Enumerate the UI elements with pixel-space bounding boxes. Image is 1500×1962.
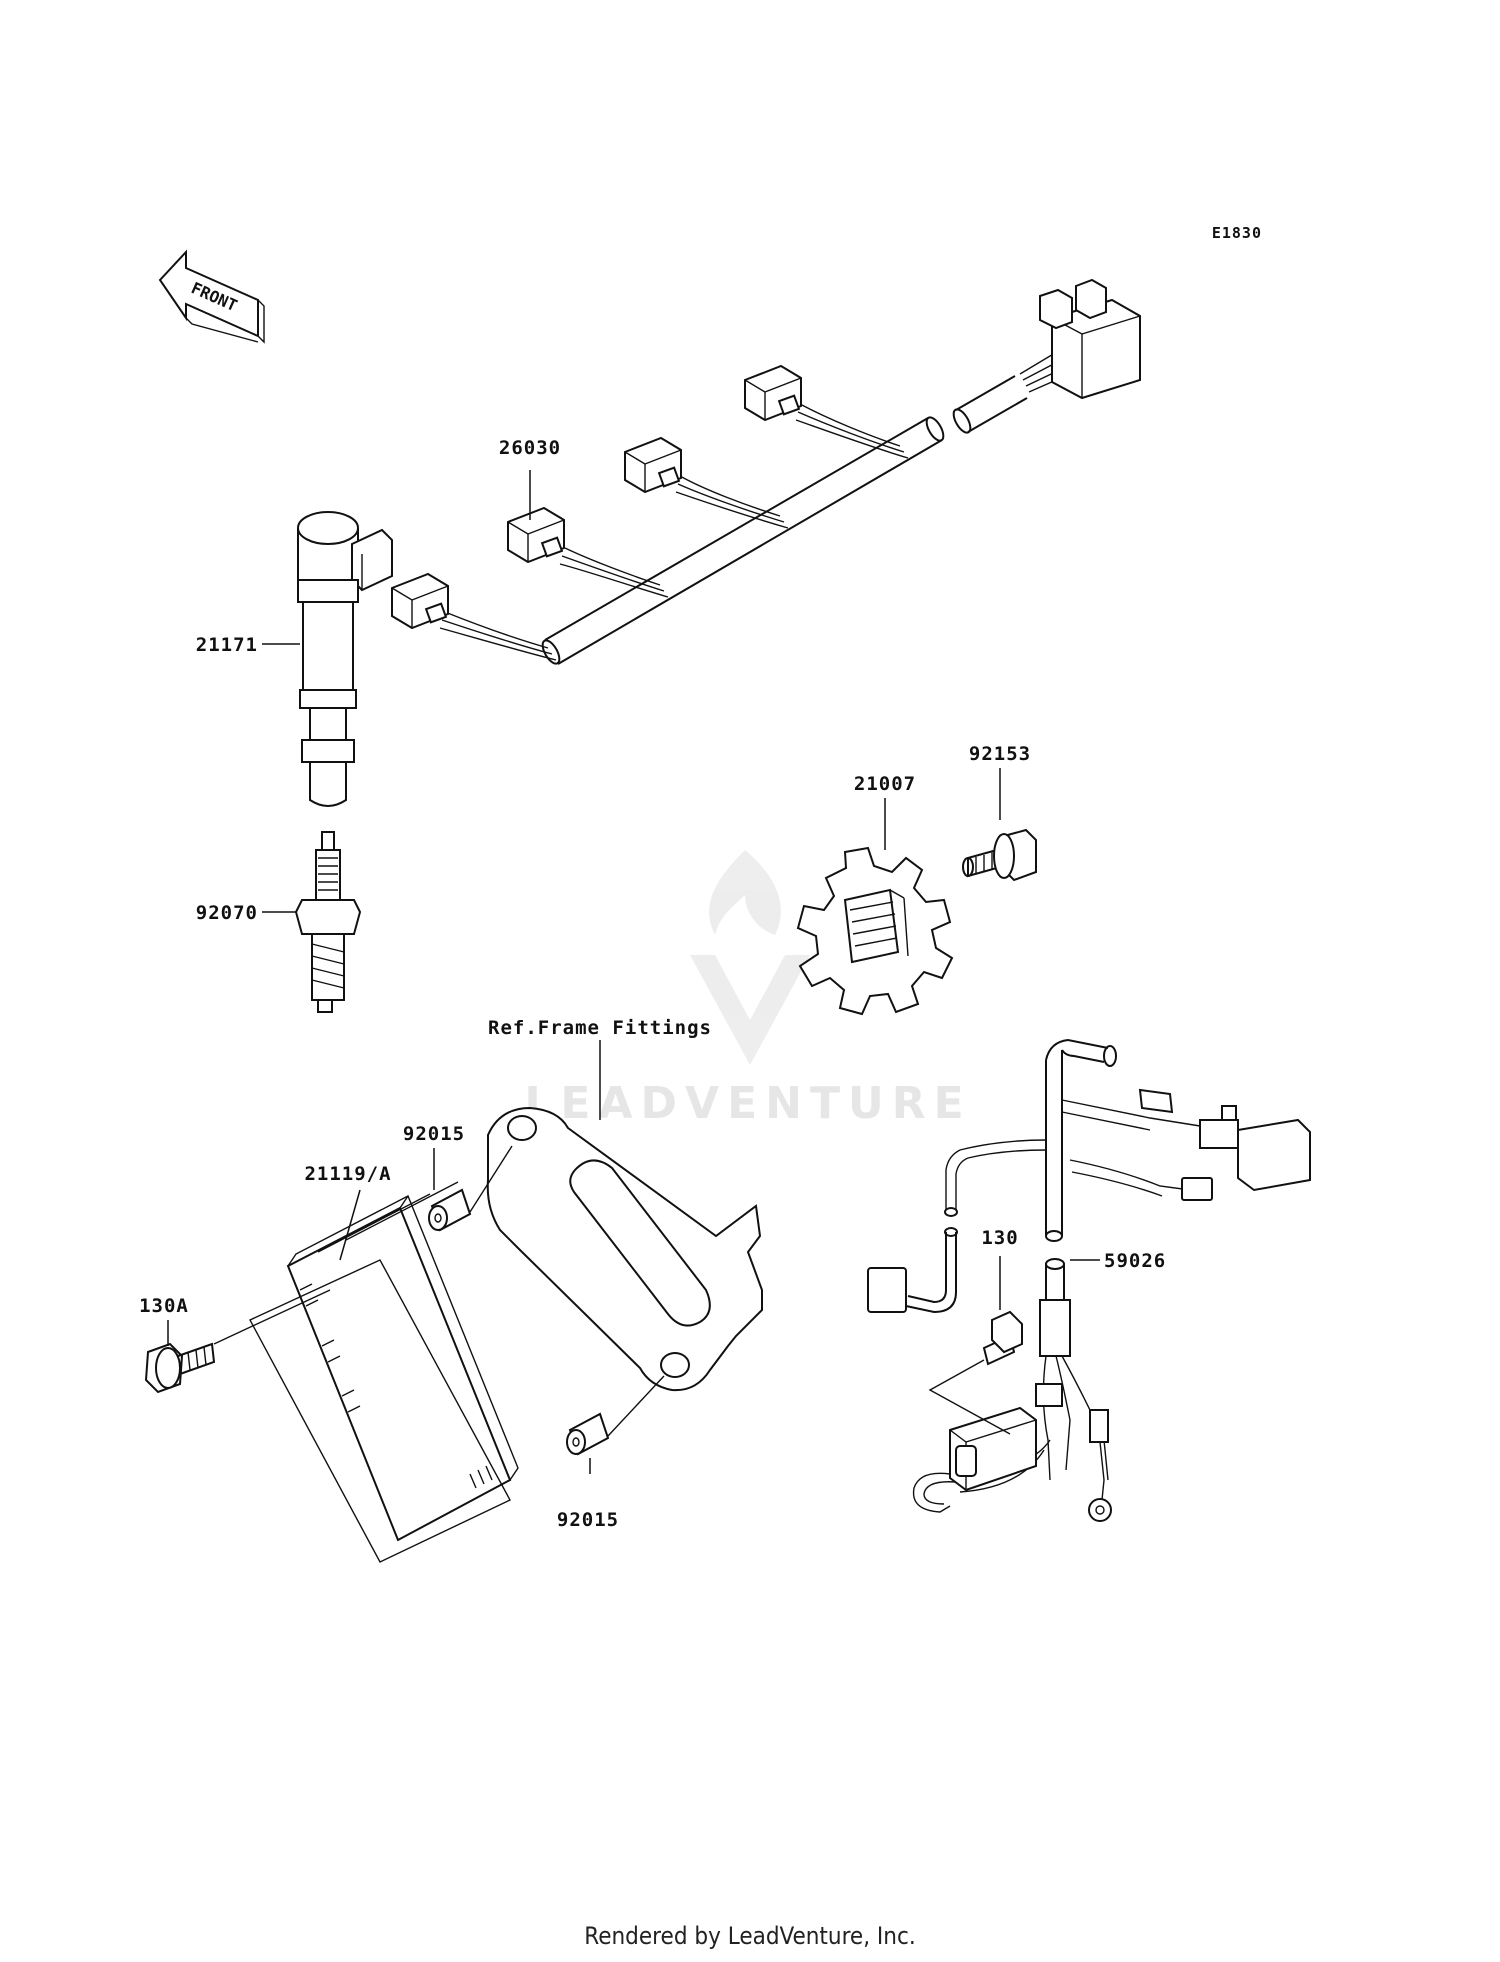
part-label-92070[interactable]: 92070 [196, 902, 258, 924]
part-label-26030[interactable]: 26030 [499, 437, 561, 459]
part-label-92015-bottom[interactable]: 92015 [557, 1509, 619, 1531]
part-label-21007[interactable]: 21007 [854, 773, 916, 795]
frame-bracket-drawing [486, 1106, 763, 1392]
leader-lines [167, 470, 1100, 1474]
part-label-59026[interactable]: 59026 [1104, 1250, 1166, 1272]
timing-rotor-drawing [796, 846, 954, 1016]
reference-note: Ref.Frame Fittings [488, 1017, 712, 1039]
watermark-text: LEADVENTURE [524, 1078, 971, 1129]
watermark-logo [690, 850, 810, 1065]
igniter-unit-drawing [249, 1181, 519, 1563]
part-label-92153[interactable]: 92153 [969, 743, 1031, 765]
collar-bottom-drawing [566, 1412, 610, 1456]
ignition-harness-drawing [391, 278, 1141, 665]
spark-plug-drawing [294, 831, 362, 1013]
pickup-harness-drawing [867, 1038, 1311, 1522]
diagram-code: E1830 [1212, 224, 1262, 242]
front-arrow-icon: FRONT [158, 249, 265, 344]
part-label-92015-top[interactable]: 92015 [403, 1123, 465, 1145]
bolt-130a-drawing [144, 1342, 216, 1394]
footer-credit: Rendered by LeadVenture, Inc. [584, 1922, 915, 1950]
bolt-drawing [962, 828, 1037, 882]
ignition-coil-drawing [297, 511, 393, 807]
part-label-130[interactable]: 130 [981, 1227, 1018, 1249]
collar-top-drawing [428, 1188, 472, 1232]
part-label-21119a[interactable]: 21119/A [304, 1163, 391, 1185]
part-label-130a[interactable]: 130A [139, 1295, 189, 1317]
part-label-21171[interactable]: 21171 [196, 634, 258, 656]
